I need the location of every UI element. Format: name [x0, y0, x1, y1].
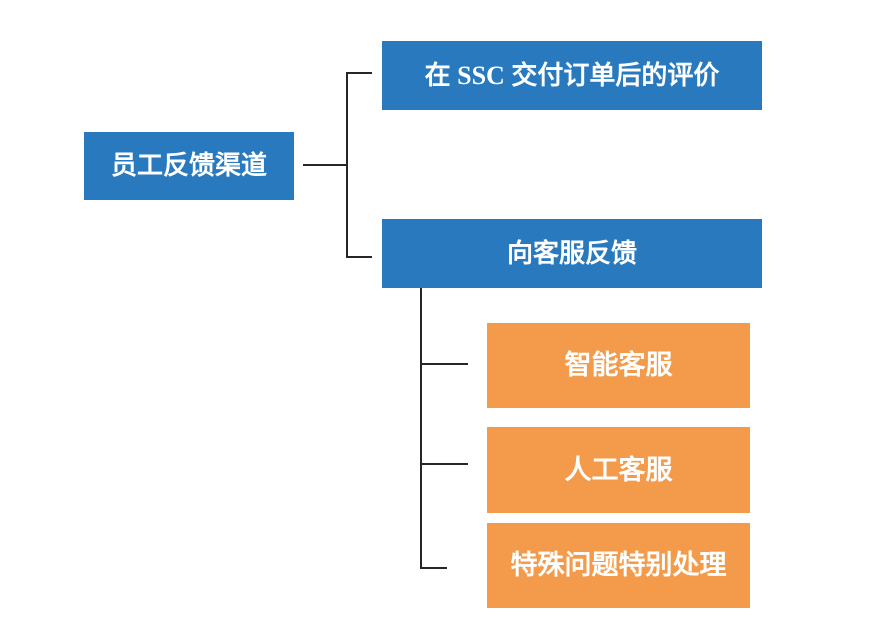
connector-level2-trunk — [420, 288, 422, 569]
node-special-issue-handling: 特殊问题特别处理 — [487, 523, 750, 608]
node-employee-feedback-channels: 员工反馈渠道 — [84, 132, 294, 200]
connector-stub-feedback — [346, 256, 372, 258]
connector-level1-trunk — [346, 72, 348, 258]
node-human-customer-service: 人工客服 — [487, 427, 750, 513]
node-customer-service-feedback: 向客服反馈 — [382, 219, 762, 288]
node-ssc-order-review: 在 SSC 交付订单后的评价 — [382, 41, 762, 110]
connector-stub-human — [420, 463, 468, 465]
node-smart-customer-service: 智能客服 — [487, 323, 750, 408]
connector-stub-special — [420, 567, 447, 569]
connector-stub-ssc-review — [346, 72, 372, 74]
connector-root-horizontal — [303, 164, 347, 166]
connector-stub-smart — [420, 363, 468, 365]
